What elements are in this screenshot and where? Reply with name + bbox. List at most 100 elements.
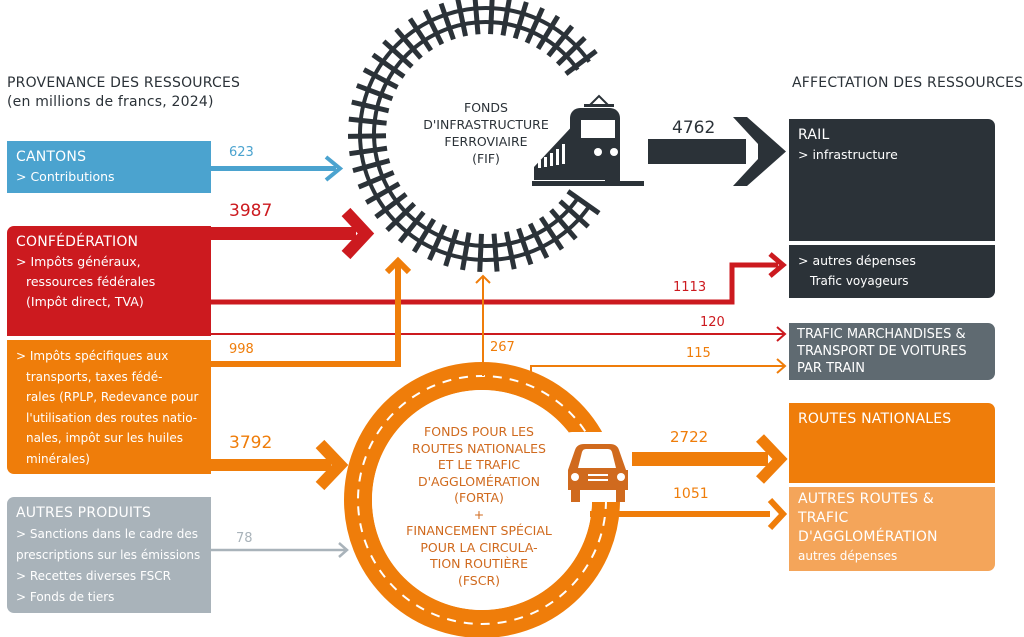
specific-line: transports, taxes fédé- <box>26 369 163 384</box>
rail-sleeper <box>407 17 434 52</box>
flow-forta-to-freight <box>530 358 787 378</box>
value-cantons-to-fif: 623 <box>229 145 254 160</box>
rail-sleeper <box>427 224 448 261</box>
rail-sleeper <box>371 52 406 79</box>
fif-line: FERROVIAIRE <box>444 134 528 149</box>
forta-line: + <box>473 506 485 522</box>
sources-subtitle: (en millions de francs, 2024) <box>7 94 214 110</box>
value-confederation-to-freight: 120 <box>700 315 725 330</box>
other-roads-line: TRAFIC <box>798 510 849 526</box>
source-confederation: CONFÉDÉRATION > Impôts généraux, ressour… <box>7 226 211 336</box>
rail-sleeper <box>460 232 472 271</box>
value-forta-to-freight: 115 <box>686 346 711 361</box>
rail-sleeper <box>558 199 590 229</box>
flow-cantons-to-fif <box>211 155 344 182</box>
freight-line: TRANSPORT DE VOITURES <box>797 344 967 359</box>
forta-label: FONDS POUR LES ROUTES NATIONALES ET LE T… <box>395 424 563 589</box>
rail-sleeper <box>538 216 565 251</box>
confederation-line: > Impôts généraux, <box>16 254 141 269</box>
fif-line: D'INFRASTRUCTURE <box>423 117 549 132</box>
freight-line: TRAFIC MARCHANDISES & <box>797 327 966 342</box>
rail-sleeper <box>535 14 561 50</box>
rail-sleeper <box>564 48 598 76</box>
rail-sleeper <box>455 0 468 37</box>
confederation-line: ressources fédérales <box>26 274 156 289</box>
other-roads-line: D'AGGLOMÉRATION <box>798 529 938 545</box>
rail-sleeper <box>351 99 390 114</box>
specific-line: minérales) <box>26 451 90 466</box>
value-specific-to-forta: 3792 <box>229 433 273 453</box>
car-icon <box>560 432 632 502</box>
value-forta-to-other-roads: 1051 <box>673 486 709 502</box>
rail-line: > infrastructure <box>798 147 898 162</box>
rail-sleeper <box>349 145 388 157</box>
flow-confederation-to-freight <box>211 326 787 342</box>
other-roads-line: AUTRES ROUTES & <box>798 491 934 507</box>
rail-sleeper <box>411 218 437 254</box>
flow-specific-to-forta <box>211 439 349 491</box>
forta-line: (FSCR) <box>457 572 501 588</box>
railway-track-ring <box>347 0 601 272</box>
forta-line: ET LE TRAFIC <box>437 457 521 472</box>
other-roads-sub: autres dépenses <box>798 549 898 563</box>
flow-fif-to-rail <box>648 117 786 186</box>
rail-sleeper <box>566 189 601 216</box>
forta-line: FINANCEMENT SPÉCIAL <box>406 523 552 538</box>
use-rail-other: > autres dépenses Trafic voyageurs <box>789 245 995 298</box>
rail-sleeper <box>546 24 575 58</box>
cantons-line: > Contributions <box>16 169 115 184</box>
value-fif-to-rail: 4762 <box>672 118 716 138</box>
rail-sleeper <box>357 170 395 190</box>
national-roads-title: ROUTES NATIONALES <box>798 411 952 427</box>
fif-label: FONDS D'INFRASTRUCTURE FERROVIAIRE (FIF) <box>416 99 556 167</box>
rail-sleeper <box>443 228 460 267</box>
rail-sleeper <box>374 192 408 220</box>
freight-line: PAR TRAIN <box>797 361 865 376</box>
value-specific-to-fif: 998 <box>229 342 254 357</box>
forta-line: POUR LA CIRCULA- <box>420 539 538 555</box>
flow-confederation-to-rail-other <box>211 252 787 305</box>
rail-other-line: Trafic voyageurs <box>810 274 909 288</box>
use-rail: RAIL > infrastructure <box>789 119 995 241</box>
specific-line: > Impôts spécifiques aux <box>16 349 169 363</box>
rail-sleeper <box>500 0 512 36</box>
forta-line: FONDS POUR LES <box>424 424 534 439</box>
sources-heading: PROVENANCE DES RESSOURCES (en millions d… <box>7 74 240 112</box>
rail-sleeper <box>491 233 500 272</box>
flow-forta-to-fif <box>475 274 491 376</box>
rail-sleeper <box>382 39 414 69</box>
flow-forta-to-other-roads <box>590 497 788 531</box>
value-forta-to-national-roads: 2722 <box>670 428 709 446</box>
confederation-line: (Impôt direct, TVA) <box>26 294 144 309</box>
other-products-line: > Fonds de tiers <box>16 590 115 604</box>
rail-sleeper <box>348 116 387 126</box>
rail-sleeper <box>555 35 587 67</box>
forta-line: ROUTES NATIONALES <box>412 440 546 456</box>
rail-sleeper <box>362 67 399 90</box>
other-products-line: > Sanctions dans le cadre des <box>16 527 198 541</box>
use-national-roads: ROUTES NATIONALES <box>789 403 995 483</box>
rail-other-line: > autres dépenses <box>798 253 916 268</box>
rail-sleeper <box>438 2 456 41</box>
rail-sleeper <box>527 222 550 259</box>
specific-line: nales, impôt sur les huiles <box>26 431 183 445</box>
sources-title: PROVENANCE DES RESSOURCES <box>7 75 241 91</box>
forta-line: TION ROUTIÈRE <box>430 556 528 571</box>
rail-sleeper <box>472 0 481 35</box>
other-products-title: AUTRES PRODUITS <box>16 505 152 521</box>
fif-line: (FIF) <box>472 151 500 166</box>
value-confederation-to-rail-other: 1113 <box>673 280 707 295</box>
rail-sleeper <box>488 0 495 35</box>
rail-sleeper <box>477 233 484 272</box>
rail-sleeper <box>516 227 534 266</box>
value-confederation-to-fif: 3987 <box>229 201 273 221</box>
source-specific-taxes: > Impôts spécifiques aux transports, tax… <box>7 340 211 474</box>
use-other-roads: AUTRES ROUTES & TRAFIC D'AGGLOMÉRATION a… <box>789 487 995 571</box>
rail-title: RAIL <box>798 127 830 143</box>
flow-confederation-to-fif <box>211 207 375 260</box>
rail-sleeper <box>347 133 387 139</box>
confederation-title: CONFÉDÉRATION <box>16 234 139 250</box>
rail-sleeper <box>394 27 423 60</box>
flow-specific-to-fif <box>211 256 412 367</box>
